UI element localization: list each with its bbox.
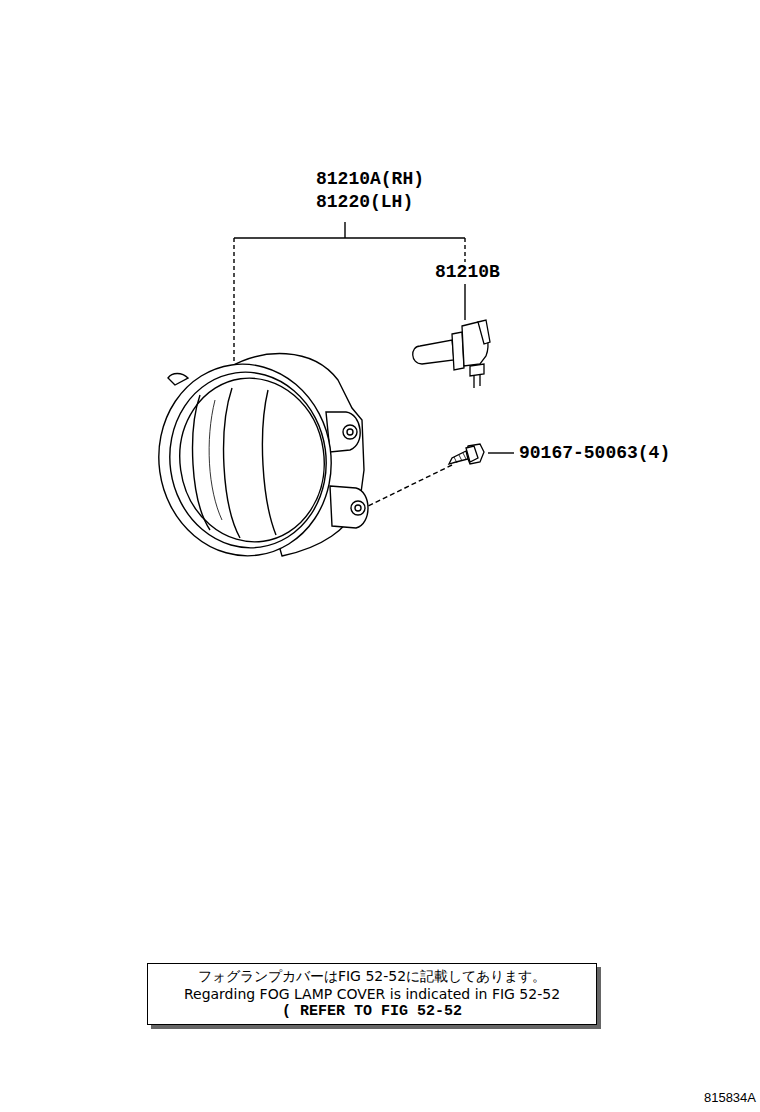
note-text: フォグランプカバーはFIG 52-52に記載してあります。 (156, 967, 588, 985)
screw (449, 444, 484, 464)
leader-line (344, 222, 345, 238)
figure-number: 815834A (703, 1090, 757, 1105)
part-number: 81210B (434, 262, 501, 282)
part-number: 81210A(RH) (315, 169, 425, 189)
bulb (413, 320, 490, 388)
fog-lamp (146, 353, 368, 567)
leader-line (234, 237, 465, 238)
leader-line (233, 238, 234, 368)
part-number: 81220(LH) (315, 192, 414, 212)
leader-line (464, 238, 465, 262)
leader-line (488, 452, 514, 453)
leader-line (464, 284, 465, 320)
leader-line (368, 465, 452, 506)
part-number-quantity: 90167-50063(4) (518, 443, 671, 463)
note-text: ( REFER TO FIG 52-52 (156, 1003, 588, 1021)
note-text: Regarding FOG LAMP COVER is indicated in… (156, 985, 588, 1003)
note-box: フォグランプカバーはFIG 52-52に記載してあります。Regarding F… (147, 963, 597, 1025)
